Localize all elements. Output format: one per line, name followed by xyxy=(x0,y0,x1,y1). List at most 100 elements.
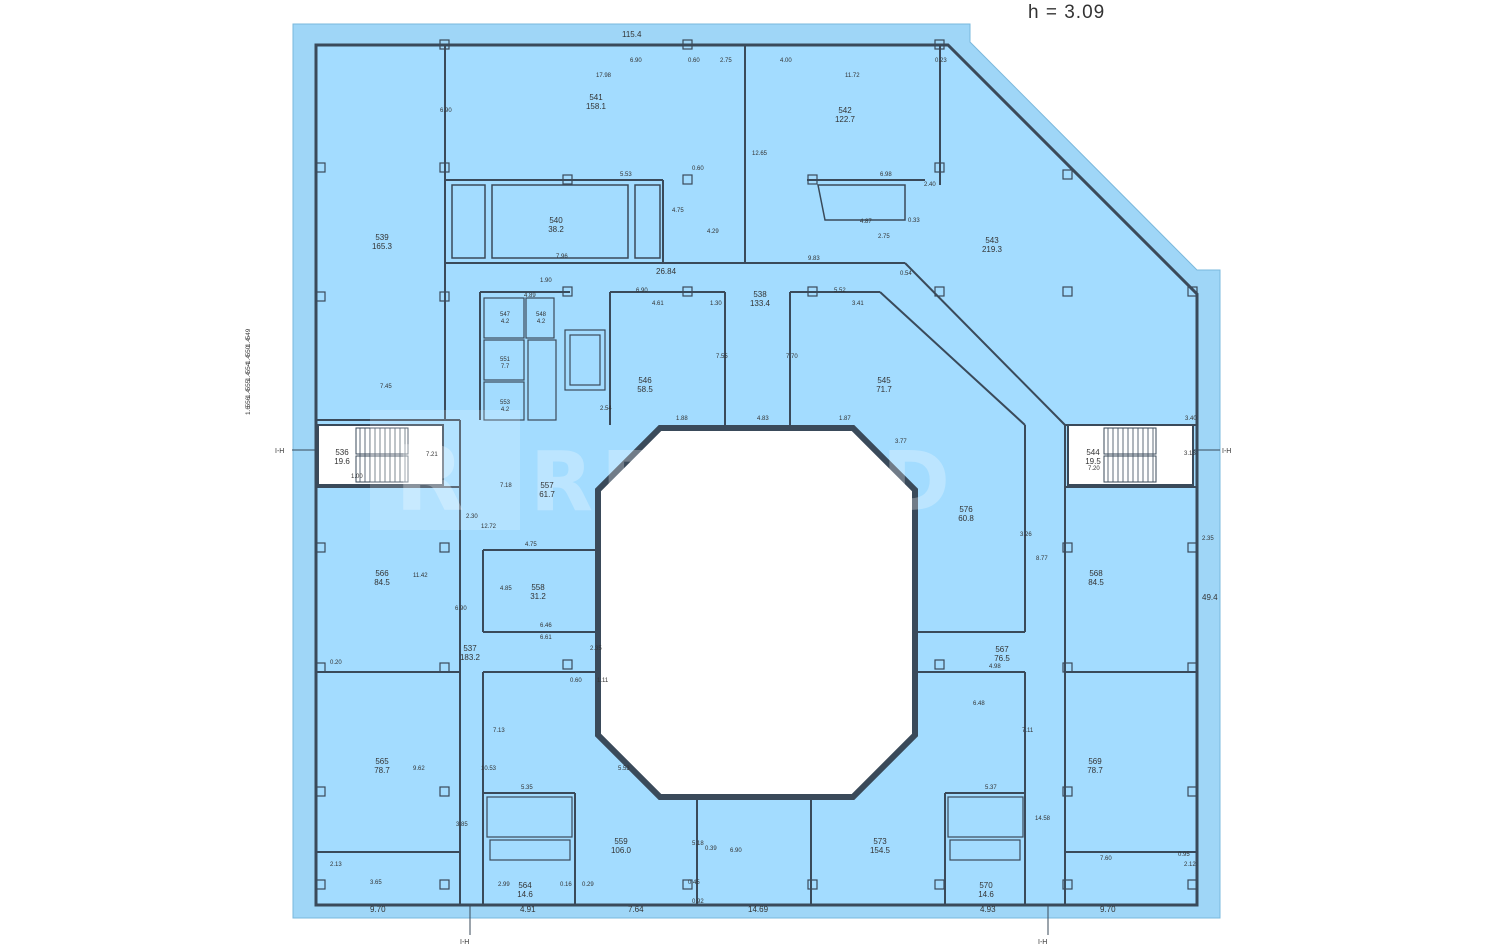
room-number: 545 xyxy=(877,376,891,385)
measurement: 2.35 xyxy=(1202,536,1214,542)
room-number: 569 xyxy=(1088,757,1102,766)
measurement: 2.30 xyxy=(466,514,478,520)
measurement: 5.35 xyxy=(521,785,533,791)
interior-walls xyxy=(316,45,1197,905)
measurement: 3.41 xyxy=(852,301,864,307)
measurement: 3.85 xyxy=(456,822,468,828)
measurement: 3.13 xyxy=(1184,451,1196,457)
side-room-entry: 550 xyxy=(245,345,252,356)
measurement: 1.90 xyxy=(540,278,552,284)
room-number: 542 xyxy=(838,106,852,115)
measurement: 4.75 xyxy=(672,208,684,214)
axis-ticks xyxy=(292,449,1220,935)
axis-bottom-right: I-H xyxy=(1038,939,1047,946)
room-area: 4.2 xyxy=(501,319,510,325)
measurement: 3.40 xyxy=(1185,416,1197,422)
room-area: 76.5 xyxy=(994,654,1010,663)
measurement: 10.53 xyxy=(481,766,497,772)
measurement: 4.85 xyxy=(500,586,512,592)
side-room-entry: 1.4 xyxy=(245,338,252,347)
measurement: 7.18 xyxy=(500,483,512,489)
measurement: 14.58 xyxy=(1035,816,1051,822)
room-area: 78.7 xyxy=(1087,766,1103,775)
room-area: 4.2 xyxy=(501,407,510,413)
measurement: 0.60 xyxy=(570,678,582,684)
dim-bottom-seg-b: 7.64 xyxy=(628,905,644,914)
room-number: 540 xyxy=(549,216,563,225)
measurement: 7.45 xyxy=(380,384,392,390)
measurement: 7.13 xyxy=(493,728,505,734)
room-number: 536 xyxy=(335,448,349,457)
room-number: 558 xyxy=(531,583,545,592)
room-area: 158.1 xyxy=(586,102,607,111)
measurement: 5.52 xyxy=(834,288,846,294)
watermark: R REKORD xyxy=(370,410,958,532)
watermark-text: REKORD xyxy=(530,435,958,530)
columns xyxy=(315,39,1198,890)
measurement: 6.61 xyxy=(540,635,552,641)
side-room-entry: 554 xyxy=(245,362,252,373)
measurement: 12.65 xyxy=(752,151,768,157)
room-area: 19.6 xyxy=(334,457,350,466)
dim-top-total: 115.4 xyxy=(622,30,642,39)
measurement: 4.61 xyxy=(652,301,664,307)
measurement: 0.29 xyxy=(582,882,594,888)
dim-bottom-mid: 14.69 xyxy=(748,905,769,914)
room-area: 78.7 xyxy=(374,766,390,775)
room-number: 547 xyxy=(500,312,511,318)
measurement: 6.90 xyxy=(730,848,742,854)
measurement: 2.75 xyxy=(720,58,732,64)
measurement: 1.30 xyxy=(710,301,722,307)
room-number: 557 xyxy=(540,481,554,490)
measurement: 4.00 xyxy=(780,58,792,64)
dim-corridor-top: 26.84 xyxy=(656,267,677,276)
measurement: 5.53 xyxy=(620,172,632,178)
room-area: 84.5 xyxy=(374,578,390,587)
axis-left: I-H xyxy=(275,448,284,455)
measurement: 2.12 xyxy=(1184,862,1196,868)
measurement: 1.00 xyxy=(351,474,363,480)
measurement: 1.87 xyxy=(839,416,851,422)
room-area: 19.5 xyxy=(1085,457,1101,466)
measurement: 0.54 xyxy=(900,271,912,277)
measurement: 3.65 xyxy=(370,880,382,886)
dim-right-total: 49.4 xyxy=(1202,593,1218,602)
measurement: 3.77 xyxy=(895,439,907,445)
staircase-right-treads xyxy=(1107,428,1154,482)
axis-right: I-H xyxy=(1222,448,1231,455)
measurement: 3.26 xyxy=(1020,532,1032,538)
measurement: 5.37 xyxy=(985,785,997,791)
room-area: 4.2 xyxy=(537,319,546,325)
measurement: 7.20 xyxy=(1088,466,1100,472)
central-atrium xyxy=(595,425,918,800)
measurement: 5.18 xyxy=(692,841,704,847)
room-number: 537 xyxy=(463,644,477,653)
measurement: 7.70 xyxy=(786,354,798,360)
measurement: 0.20 xyxy=(330,660,342,666)
room-area: 58.5 xyxy=(637,385,653,394)
axis-bottom-left: I-H xyxy=(460,939,469,946)
room-number: 570 xyxy=(979,881,993,890)
measurement: 2.99 xyxy=(498,882,510,888)
side-room-entry: 1.4 xyxy=(245,372,252,381)
room-number: 548 xyxy=(536,312,547,318)
measurement: 7.96 xyxy=(556,254,568,260)
measurement: 2.35 xyxy=(590,646,602,652)
measurement: 0.23 xyxy=(935,58,947,64)
measurement: 9.62 xyxy=(413,766,425,772)
measurement: 4.87 xyxy=(860,219,872,225)
room-area: 31.2 xyxy=(530,592,546,601)
room-number: 573 xyxy=(873,837,887,846)
room-area: 14.6 xyxy=(978,890,994,899)
room-number: 551 xyxy=(500,357,511,363)
room-area: 122.7 xyxy=(835,115,856,124)
measurement: 0.92 xyxy=(692,899,704,905)
measurement: 12.72 xyxy=(481,524,497,530)
room-area: 38.2 xyxy=(548,225,564,234)
measurement: 9.83 xyxy=(808,256,820,262)
room-area: 60.8 xyxy=(958,514,974,523)
toilet-block xyxy=(483,297,1024,861)
